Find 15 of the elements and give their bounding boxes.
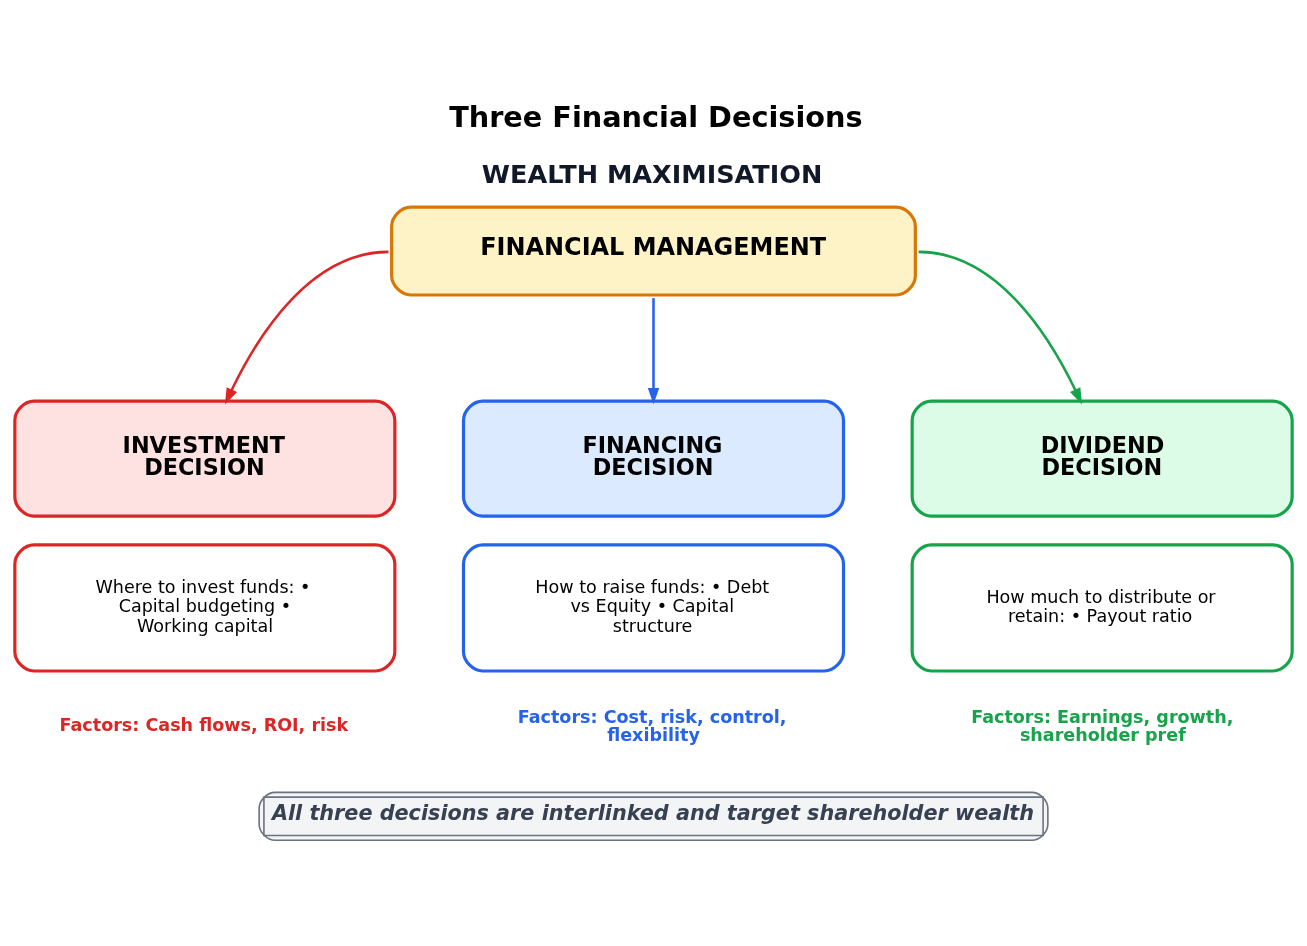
node-label: Factors: Cash flows, ROI, risk — [59, 715, 349, 736]
diagram-title: Three Financial Decisions — [449, 100, 863, 135]
node-box: FINANCING DECISION — [461, 399, 846, 518]
label: All three decisions are interlinked and target shareholder wealth — [271, 801, 1035, 826]
arrow — [647, 298, 660, 405]
arrow — [918, 250, 1083, 405]
node-box: DIVIDEND DECISION — [910, 399, 1294, 518]
node-label: WEALTH MAXIMISATION — [481, 158, 823, 189]
node-label: Factors: Earnings, growth, shareholder pref — [971, 707, 1234, 745]
node-box: How to raise funds: • Debt vs Equity • Capital structure — [461, 543, 846, 673]
arrow — [224, 250, 389, 405]
node-box: Where to invest funds: • Capital budgeting • Working capital — [13, 543, 397, 673]
node-label: Factors: Cost, risk, control, flexibility — [517, 707, 787, 745]
node-box: How much to distribute or retain: • Payout ratio — [910, 543, 1294, 673]
node-box: INVESTMENT DECISION — [13, 399, 397, 518]
